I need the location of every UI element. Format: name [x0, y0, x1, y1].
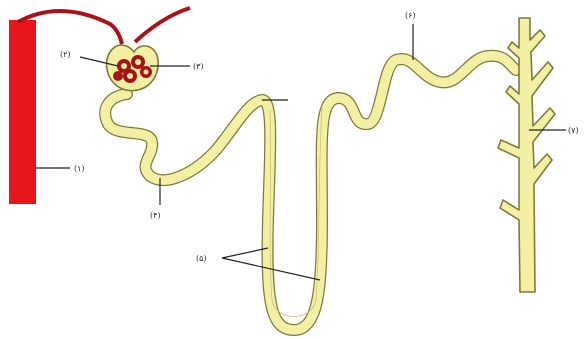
tubule-outline — [105, 56, 516, 330]
label-blood-vessel: (۱) — [74, 164, 85, 173]
label-collecting-duct: (۷) — [568, 126, 579, 135]
label-loop-of-henle: (۵) — [196, 254, 207, 263]
label-bowman-capsule: (۳) — [193, 62, 204, 71]
nephron-tubule — [105, 56, 516, 330]
bowman-capsule — [107, 45, 159, 91]
pointer-loop-1 — [222, 248, 268, 258]
tubule-fill — [105, 56, 516, 330]
label-proximal-tubule: (۴) — [150, 211, 161, 220]
efferent-arteriole — [135, 8, 190, 42]
label-distal-tubule: (۶) — [405, 11, 416, 20]
renal-corpuscle — [107, 45, 159, 91]
label-glomerulus: (۲) — [60, 50, 71, 59]
vessel-trunk — [9, 20, 36, 204]
